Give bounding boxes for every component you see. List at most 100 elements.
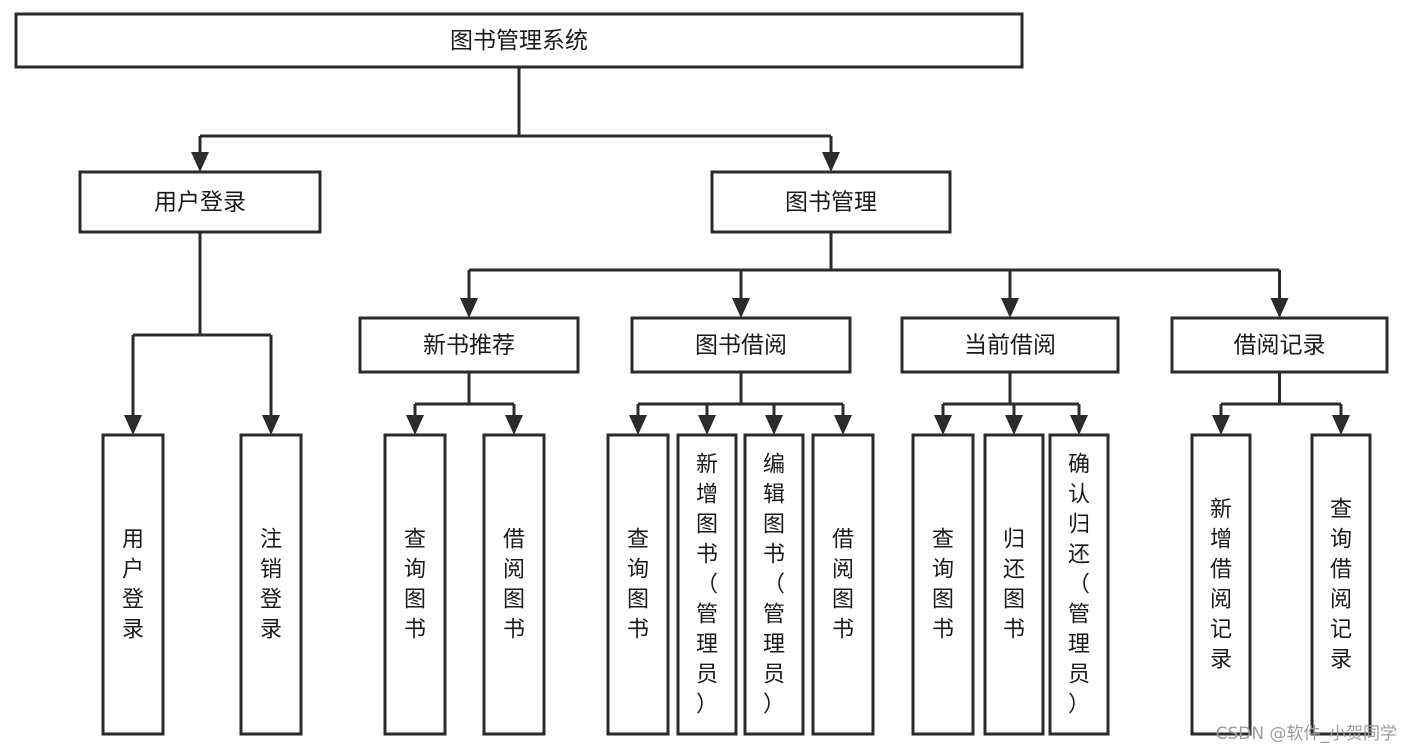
arrow-head-icon xyxy=(765,415,783,435)
node-label-char: 记 xyxy=(1210,618,1232,643)
arrow-head-icon xyxy=(732,298,750,318)
node-box-leaf-logout-login[interactable] xyxy=(239,433,303,736)
node-label-char: 图 xyxy=(1003,588,1025,613)
node-box-new-book-recommend[interactable] xyxy=(358,316,580,374)
node-label-new-book-recommend: 新书推荐 xyxy=(423,333,515,359)
arrow-head-icon xyxy=(698,415,716,435)
node-label-char: 录 xyxy=(1330,648,1352,673)
node-box-book-management[interactable] xyxy=(710,170,952,234)
node-box-current-borrow[interactable] xyxy=(900,316,1120,374)
node-label-char: 管 xyxy=(1068,603,1090,628)
arrow-head-icon xyxy=(822,152,840,172)
node-leaf-borrow-book-recommend[interactable]: 借阅图书借阅图书 xyxy=(482,433,546,736)
node-leaf-user-login[interactable]: 用户登录用户登录 xyxy=(101,433,165,736)
node-box-leaf-edit-book-admin[interactable] xyxy=(743,433,805,736)
node-label-char: 还 xyxy=(1003,558,1025,583)
node-leaf-query-book-recommend[interactable]: 查询图书查询图书 xyxy=(383,433,447,736)
node-layer: 图书管理系统用户登录图书管理新书推荐图书借阅当前借阅借阅记录用户登录用户登录注销… xyxy=(14,12,1389,736)
arrow-head-icon xyxy=(124,415,142,435)
node-label-char: 书 xyxy=(763,543,785,568)
node-leaf-query-book-current[interactable]: 查询图书查询图书 xyxy=(911,433,975,736)
node-new-book-recommend[interactable]: 新书推荐 xyxy=(358,316,580,374)
arrow-head-icon xyxy=(1270,298,1289,318)
node-box-leaf-borrow-book[interactable] xyxy=(811,433,875,736)
arrow-head-icon xyxy=(934,415,952,435)
node-current-borrow[interactable]: 当前借阅 xyxy=(900,316,1120,374)
node-leaf-query-book-borrow[interactable]: 查询图书查询图书 xyxy=(606,433,670,736)
node-label-book-borrow: 图书借阅 xyxy=(695,333,787,359)
node-label-user-login: 用户登录 xyxy=(154,190,246,216)
node-label-char: （ xyxy=(696,573,718,598)
arrow-head-icon xyxy=(834,415,852,435)
node-box-user-login[interactable] xyxy=(78,170,322,234)
node-label-char: 登 xyxy=(122,588,144,613)
arrow-head-icon xyxy=(1005,415,1023,435)
node-box-root[interactable] xyxy=(14,12,1024,69)
node-label-char: 询 xyxy=(1330,528,1352,553)
node-label-char: 管 xyxy=(763,603,785,628)
node-label-char: 借 xyxy=(1330,558,1352,583)
arrow-head-icon xyxy=(1001,298,1019,318)
node-label-char: 登 xyxy=(260,588,282,613)
arrow-head-icon xyxy=(505,415,523,435)
node-label-borrow-record: 借阅记录 xyxy=(1234,333,1326,359)
node-label-char: 员 xyxy=(696,663,718,688)
node-label-current-borrow: 当前借阅 xyxy=(964,333,1056,359)
node-label-char: 归 xyxy=(1068,513,1090,538)
node-book-borrow[interactable]: 图书借阅 xyxy=(630,316,852,374)
node-label-char: 书 xyxy=(832,618,854,643)
arrow-head-icon xyxy=(460,298,478,318)
node-label-char: 增 xyxy=(1210,528,1232,553)
node-box-leaf-borrow-book-recommend[interactable] xyxy=(482,433,546,736)
node-label-char: 确 xyxy=(1068,453,1090,478)
node-label-char: 归 xyxy=(1003,528,1025,553)
node-box-leaf-query-book-current[interactable] xyxy=(911,433,975,736)
node-box-leaf-query-book-recommend[interactable] xyxy=(383,433,447,736)
csdn-watermark: CSDN @软件_小贺同学 xyxy=(1215,724,1397,744)
node-label-char: 询 xyxy=(932,558,954,583)
node-label-char: 图 xyxy=(627,588,649,613)
node-label-char: 询 xyxy=(404,558,426,583)
node-label-char: 图 xyxy=(503,588,525,613)
node-box-leaf-add-book-admin[interactable] xyxy=(676,433,738,736)
node-leaf-return-book[interactable]: 归还图书归还图书 xyxy=(983,433,1045,736)
node-leaf-logout-login[interactable]: 注销登录注销登录 xyxy=(239,433,303,736)
node-label-char: 阅 xyxy=(503,558,525,583)
node-label-char: 借 xyxy=(1210,558,1232,583)
node-label-char: 阅 xyxy=(1330,588,1352,613)
node-label-char: 录 xyxy=(122,618,144,643)
node-label-char: ） xyxy=(696,693,718,718)
node-borrow-record[interactable]: 借阅记录 xyxy=(1170,316,1389,374)
node-label-char: 员 xyxy=(763,663,785,688)
node-label-char: 还 xyxy=(1068,543,1090,568)
arrow-head-icon xyxy=(629,415,647,435)
node-label-char: 询 xyxy=(627,558,649,583)
arrow-head-icon xyxy=(1332,415,1350,435)
node-book-management[interactable]: 图书管理 xyxy=(710,170,952,234)
node-label-char: （ xyxy=(763,573,785,598)
node-root[interactable]: 图书管理系统 xyxy=(14,12,1024,69)
node-leaf-query-borrow-record[interactable]: 查询借阅记录查询借阅记录 xyxy=(1310,433,1372,736)
node-label-char: 员 xyxy=(1068,663,1090,688)
node-label-char: 增 xyxy=(696,483,718,508)
node-box-leaf-user-login[interactable] xyxy=(101,433,165,736)
node-label-char: 书 xyxy=(627,618,649,643)
node-label-char: （ xyxy=(1068,573,1090,598)
node-box-leaf-query-book-borrow[interactable] xyxy=(606,433,670,736)
node-leaf-add-borrow-record[interactable]: 新增借阅记录新增借阅记录 xyxy=(1190,433,1252,736)
node-label-char: 书 xyxy=(503,618,525,643)
node-box-leaf-add-borrow-record[interactable] xyxy=(1190,433,1252,736)
node-user-login[interactable]: 用户登录 xyxy=(78,170,322,234)
node-box-book-borrow[interactable] xyxy=(630,316,852,374)
node-box-leaf-confirm-return-admin[interactable] xyxy=(1048,433,1110,736)
node-box-borrow-record[interactable] xyxy=(1170,316,1389,374)
node-box-leaf-return-book[interactable] xyxy=(983,433,1045,736)
node-label-char: 记 xyxy=(1330,618,1352,643)
node-leaf-borrow-book[interactable]: 借阅图书借阅图书 xyxy=(811,433,875,736)
node-box-leaf-query-borrow-record[interactable] xyxy=(1310,433,1372,736)
node-label-char: 图 xyxy=(763,513,785,538)
node-label-char: 借 xyxy=(503,528,525,553)
